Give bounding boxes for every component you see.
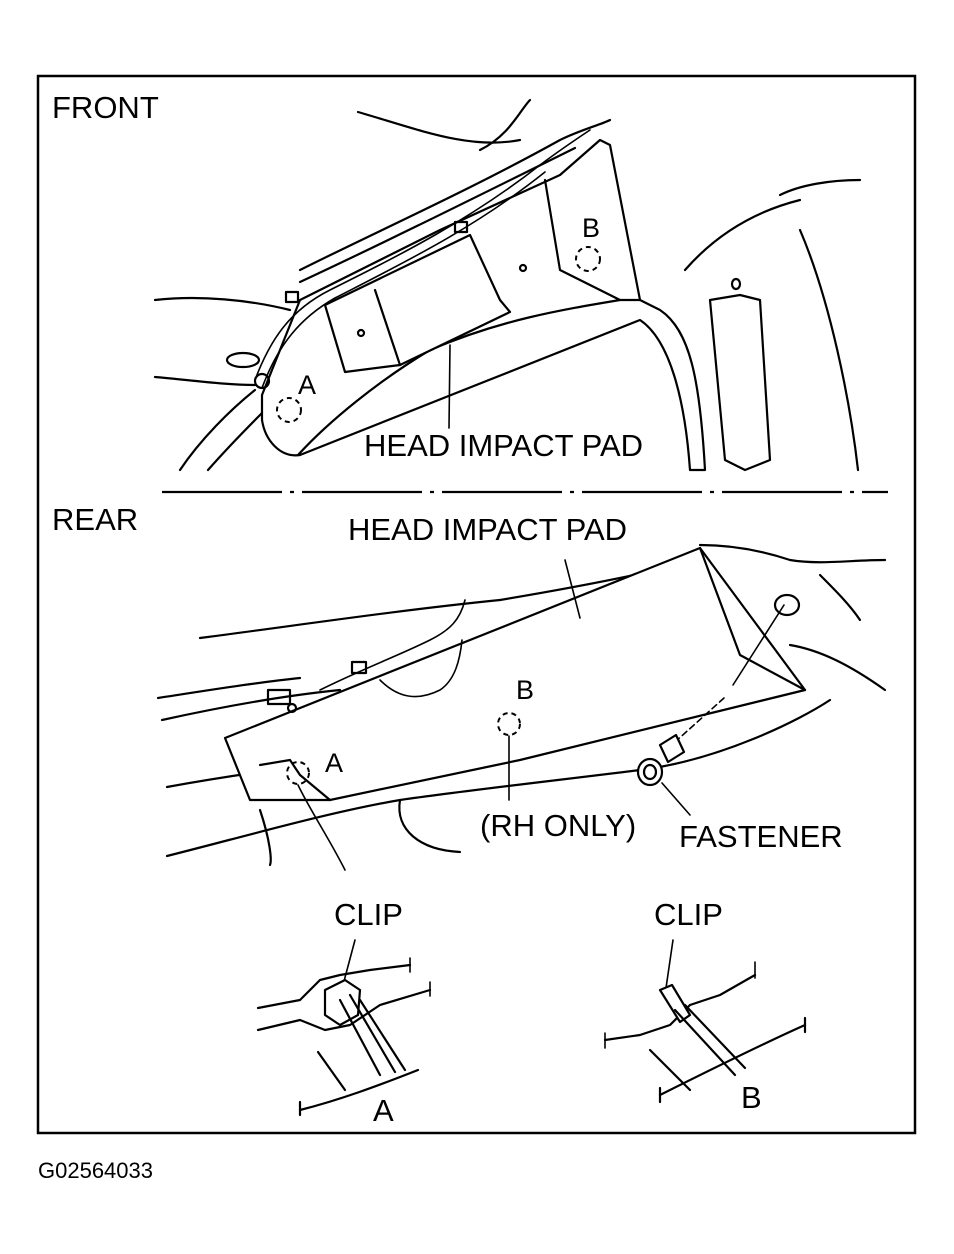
rear-head-impact-pad-label: HEAD IMPACT PAD [348,512,627,547]
rh-only-note: (RH ONLY) [480,808,636,843]
figure-code: G02564033 [38,1158,153,1183]
detail-b-label: B [741,1080,762,1115]
rear-marker-b-label: B [516,675,534,705]
clip-b-label: CLIP [654,897,723,932]
fastener-label: FASTENER [679,819,843,854]
front-marker-b-label: B [582,213,600,243]
front-label: FRONT [52,90,159,125]
rear-fastener-b-marker [497,712,521,736]
detail-a-label: A [373,1093,394,1128]
rear-view: REAR A B (RH ONLY) HEAD IMPAC [52,502,887,871]
clip-a-label: CLIP [334,897,403,932]
clip-detail-b: CLIP B [603,897,807,1115]
clip-detail-a: CLIP A [256,897,432,1128]
front-head-impact-pad-label: HEAD IMPACT PAD [364,428,643,463]
front-view: FRONT A B [52,90,862,472]
diagram-frame [36,74,917,1135]
front-fastener-a-marker [276,397,302,423]
rear-marker-a-label: A [325,748,343,778]
rear-label: REAR [52,502,138,537]
fastener-icon [658,733,686,764]
front-fastener-b-marker [575,246,601,272]
front-marker-a-label: A [298,370,316,400]
rear-fastener-a-marker [286,761,310,785]
